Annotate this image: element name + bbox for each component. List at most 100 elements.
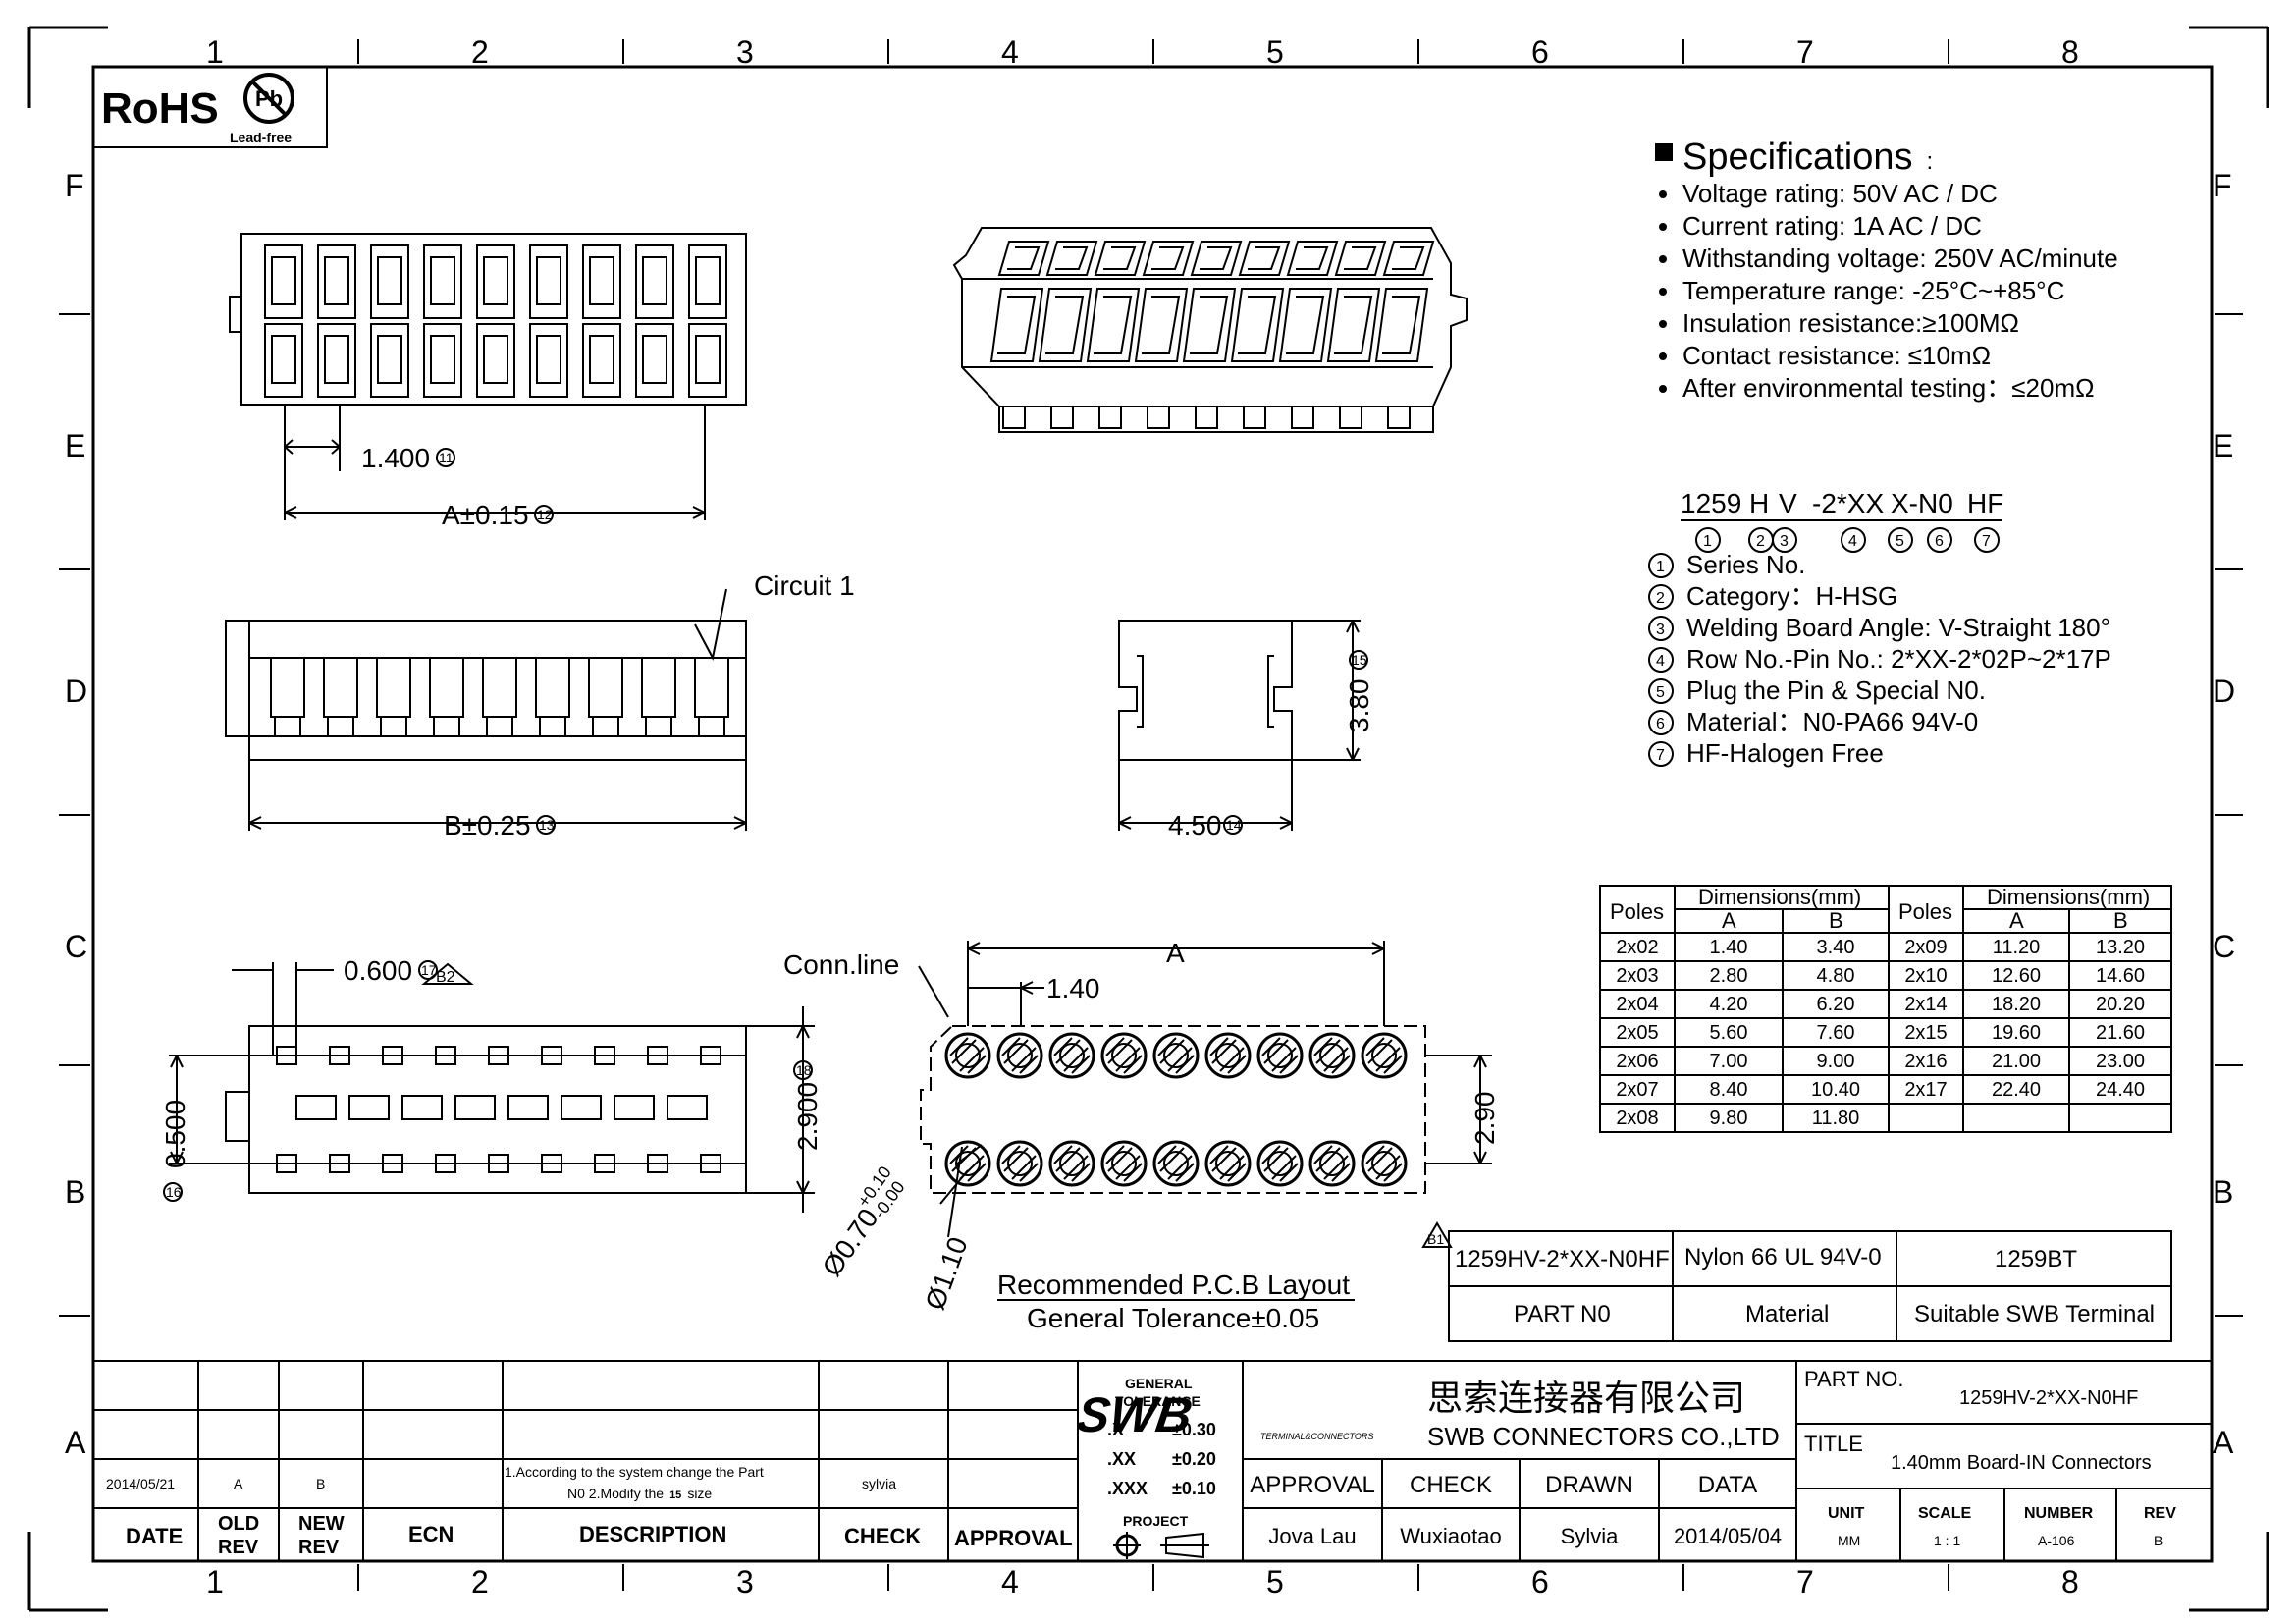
contact-window xyxy=(642,335,667,384)
pcb-hole xyxy=(1267,1043,1293,1068)
header-new-rev: REV xyxy=(298,1537,340,1558)
svg-text:15: 15 xyxy=(1352,652,1367,668)
tolerance-value: ±0.20 xyxy=(1172,1449,1216,1469)
contact-cavity xyxy=(370,323,409,398)
contact-cavity xyxy=(370,244,409,319)
header-date: DATE xyxy=(126,1524,183,1548)
unit-label: UNIT xyxy=(1828,1505,1865,1522)
spec-item: Insulation resistance:≥100MΩ xyxy=(1682,308,2019,338)
iso-cavity-top xyxy=(1094,241,1147,276)
pcb-hole xyxy=(1059,1043,1085,1068)
row-label-right: E xyxy=(2213,428,2233,463)
table-cell: 4.20 xyxy=(1710,994,1748,1015)
pcb-hole xyxy=(1267,1151,1293,1176)
spec-bullet xyxy=(1659,352,1667,360)
svg-text:16: 16 xyxy=(166,1184,182,1200)
pcb-pad xyxy=(1308,1032,1356,1079)
circuit-1-label: Circuit 1 xyxy=(754,570,855,601)
height-dimension-mark: 15 xyxy=(1349,650,1368,670)
project-label: PROJECT xyxy=(1123,1513,1189,1529)
contact-cavity xyxy=(582,323,621,398)
table-cell: 10.40 xyxy=(1811,1079,1860,1101)
contact-cavity xyxy=(264,323,303,398)
table-cell: 7.60 xyxy=(1817,1022,1855,1044)
part-code-circle-number: 3 xyxy=(1780,533,1789,550)
column-label-top: 3 xyxy=(736,34,754,70)
company-logo: SWB xyxy=(1074,1387,1196,1442)
contact-window xyxy=(324,335,349,384)
part-info-label-part: PART N0 xyxy=(1514,1301,1611,1327)
contact-cavity xyxy=(529,244,568,319)
sheet-border xyxy=(27,26,2269,1612)
svg-text:11: 11 xyxy=(439,450,454,465)
company-logo-sub: TERMINAL&CONNECTORS xyxy=(1260,1432,1373,1441)
contact-cavity xyxy=(529,323,568,398)
column-label-bottom: 8 xyxy=(2061,1564,2079,1599)
signoff-header: CHECK xyxy=(1410,1472,1492,1498)
table-cell: 2x17 xyxy=(1904,1079,1947,1101)
legend-number: 4 xyxy=(1656,653,1665,670)
pcb-pad-hatch xyxy=(1157,1037,1195,1074)
table-cell: 9.00 xyxy=(1817,1051,1855,1072)
part-info-label-material: Material xyxy=(1745,1301,1829,1327)
pcb-pad xyxy=(1204,1140,1252,1187)
tolerance-title: GENERAL xyxy=(1125,1376,1193,1391)
legend-circle xyxy=(1648,710,1674,735)
number-value: A-106 xyxy=(2038,1533,2075,1548)
pcb-hole xyxy=(1163,1043,1189,1068)
iso-cavity-bottom xyxy=(1326,288,1381,362)
column-label-bottom: 3 xyxy=(736,1564,754,1599)
part-code-circle-number: 6 xyxy=(1935,533,1944,550)
table-cell: 9.80 xyxy=(1710,1108,1748,1129)
iso-pin xyxy=(1050,406,1074,429)
rev-description-line1: 1.According to the system change the Par… xyxy=(505,1464,764,1480)
table-cell: 13.20 xyxy=(2096,937,2145,958)
row-label-right: C xyxy=(2213,929,2235,964)
spec-bullet xyxy=(1659,288,1667,296)
table-cell: 23.00 xyxy=(2096,1051,2145,1072)
layout-title: Recommended P.C.B Layout xyxy=(997,1270,1350,1300)
table-header-a: A xyxy=(1722,908,1736,933)
front-contact xyxy=(588,658,623,737)
iso-cavity-bottom xyxy=(1230,288,1285,362)
rohs-badge: RoHS Pb Lead-free xyxy=(92,66,328,148)
lead-free-icon: Pb xyxy=(243,73,294,124)
conn-line-label: Conn.line xyxy=(783,949,899,980)
tolerance-precision: .XX xyxy=(1107,1449,1136,1469)
part-code-segment: -2*XX xyxy=(1812,488,1884,518)
contact-cavity xyxy=(476,323,515,398)
top-view-drawing xyxy=(229,233,747,520)
contact-cavity xyxy=(264,244,303,319)
side-view-drawing xyxy=(1118,620,1361,831)
contact-window xyxy=(271,256,296,305)
legend-circle xyxy=(1648,741,1674,767)
contact-window xyxy=(589,335,614,384)
header-old-rev: REV xyxy=(218,1537,259,1558)
column-label-top: 6 xyxy=(1531,34,1549,70)
signoff-value: Wuxiaotao xyxy=(1400,1524,1502,1548)
pcb-pad-hatch xyxy=(1105,1145,1143,1182)
dimension-a-mark: 12 xyxy=(534,505,554,524)
header-old: OLD xyxy=(218,1513,259,1535)
front-contact xyxy=(376,658,411,737)
legend-number: 2 xyxy=(1656,590,1665,607)
spec-item: Current rating: 1A AC / DC xyxy=(1682,211,1982,241)
part-code-circle xyxy=(1695,527,1721,553)
pcb-hole xyxy=(955,1043,981,1068)
spec-item: Withstanding voltage: 250V AC/minute xyxy=(1682,244,2118,273)
table-cell: 2x14 xyxy=(1904,994,1947,1015)
contact-window xyxy=(430,256,455,305)
part-code-circle-number: 2 xyxy=(1756,533,1765,550)
iso-cavity-top xyxy=(1142,241,1195,276)
table-cell: 2x08 xyxy=(1616,1108,1658,1129)
company-block: SWB TERMINAL&CONNECTORS 思索连接器有限公司 SWB CO… xyxy=(1074,1378,1780,1451)
pcb-pad xyxy=(1308,1140,1356,1187)
table-cell: 2x03 xyxy=(1616,965,1658,987)
table-cell: 2x15 xyxy=(1904,1022,1947,1044)
pcb-pad xyxy=(1361,1032,1408,1079)
legend-number: 5 xyxy=(1656,684,1665,701)
pcb-window xyxy=(454,1095,496,1120)
legend-text: Plug the Pin & Special N0. xyxy=(1686,676,1986,705)
column-label-top: 8 xyxy=(2061,34,2079,70)
pcb-hole xyxy=(1319,1043,1345,1068)
